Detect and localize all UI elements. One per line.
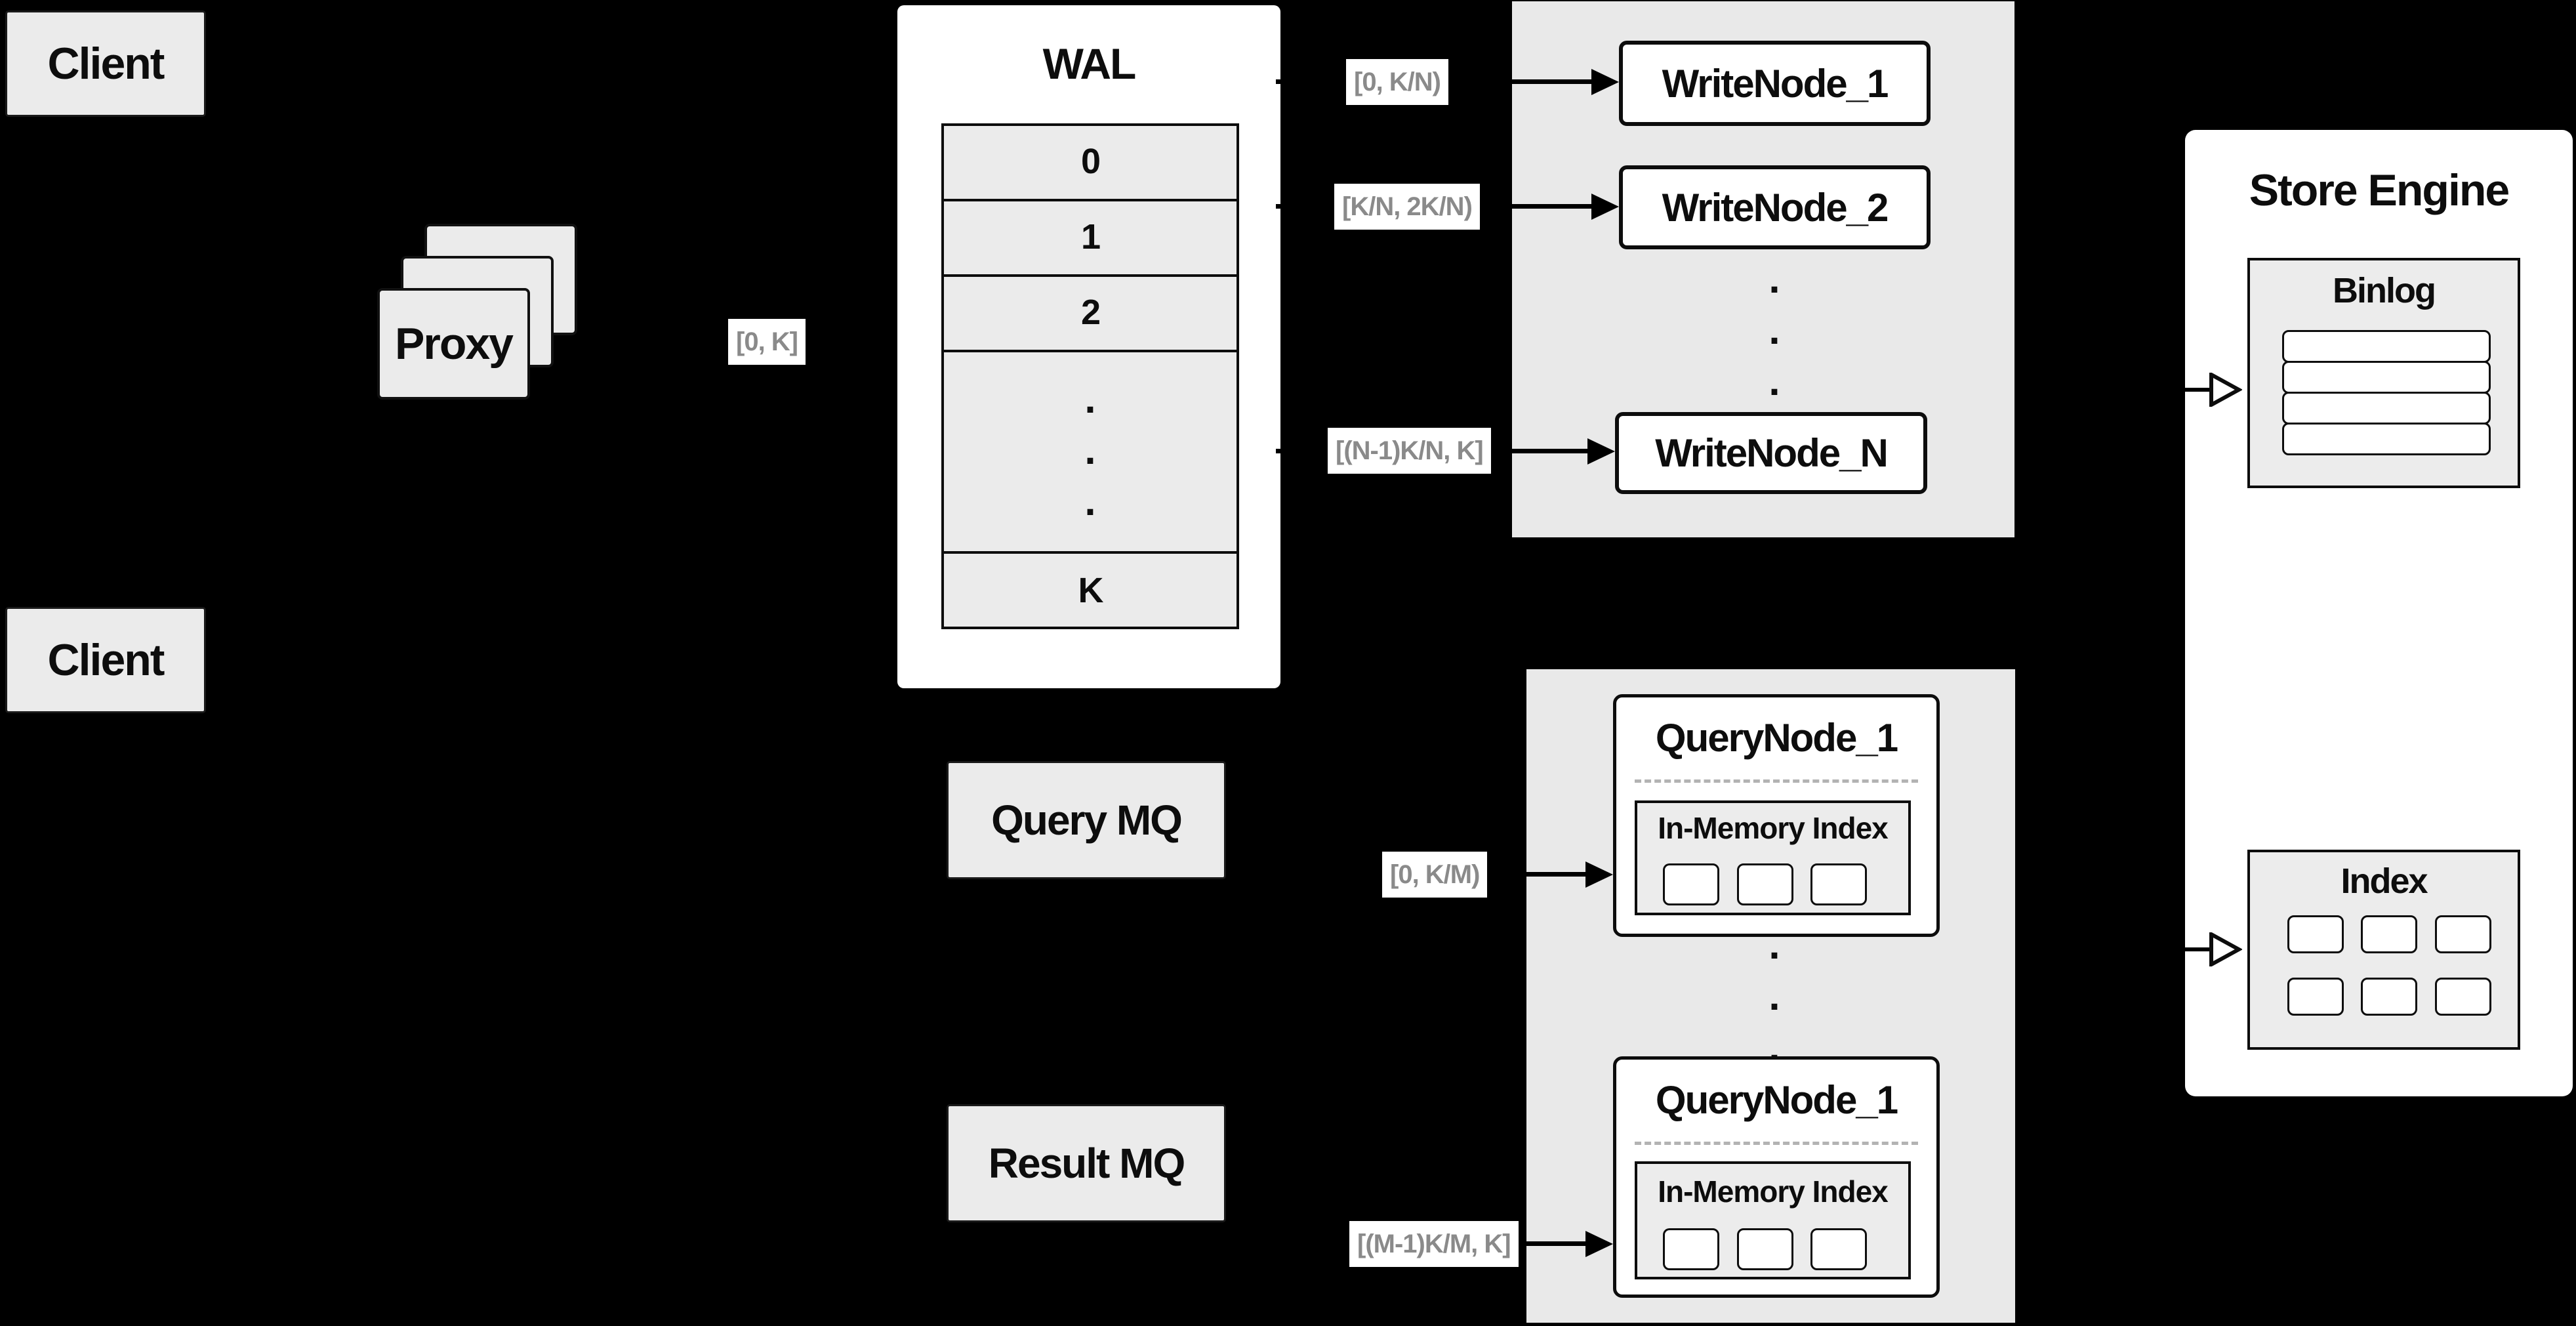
arrow-line-binlog — [2125, 388, 2212, 392]
open-arrow-head-icon — [2209, 932, 2242, 966]
arrow-head-write-1 — [1591, 69, 1619, 95]
arrow-head-query-2 — [1585, 1231, 1613, 1257]
binlog-row — [2282, 392, 2491, 425]
arrow-line-index — [2125, 947, 2212, 951]
imi-cell — [1663, 1228, 1719, 1270]
wal-divider — [941, 274, 1239, 277]
range-label-query-2: [(M-1)K/M, K] — [1349, 1221, 1519, 1267]
client-bottom-box: Client — [5, 607, 206, 713]
range-label-query-1: [0, K/M) — [1382, 852, 1488, 898]
wal-segment-table — [941, 123, 1239, 629]
imi-cell — [1810, 1228, 1867, 1270]
wal-segment-1: 1 — [1080, 217, 1101, 257]
range-label-write-1: [0, K/N) — [1346, 59, 1448, 105]
wal-segment-0: 0 — [1080, 141, 1101, 181]
index-cell — [2287, 978, 2344, 1016]
write-cluster-ellipsis: . . . — [1742, 254, 1807, 407]
binlog-row — [2282, 423, 2491, 455]
arrow-head-write-2 — [1591, 194, 1619, 220]
ellipsis-dot: . — [1084, 479, 1096, 524]
index-cell — [2435, 978, 2491, 1016]
ellipsis-dot: . — [1768, 974, 1780, 1019]
ellipsis-dot: . — [1768, 922, 1780, 968]
index-title: Index — [2341, 861, 2428, 901]
store-engine-title: Store Engine — [2249, 165, 2510, 215]
result-mq-box: Result MQ — [947, 1104, 1226, 1222]
in-memory-index-top-title: In-Memory Index — [1658, 811, 1889, 845]
wal-divider — [941, 551, 1239, 554]
query-node-divider — [1635, 1142, 1918, 1145]
in-memory-index-bottom-title: In-Memory Index — [1658, 1174, 1889, 1209]
query-node-top-title: QueryNode_1 — [1655, 715, 1898, 760]
wal-divider — [941, 350, 1239, 352]
range-label-write-2: [K/N, 2K/N) — [1334, 184, 1480, 230]
ellipsis-dot: . — [1768, 257, 1780, 302]
wal-divider — [941, 199, 1239, 201]
binlog-row — [2282, 361, 2491, 394]
query-cluster-ellipsis: . . . — [1742, 920, 1807, 1073]
range-label-write-n: [(N-1)K/N, K] — [1328, 428, 1491, 474]
wal-segment-k: K — [1078, 570, 1104, 610]
imi-cell — [1737, 1228, 1793, 1270]
binlog-row — [2282, 330, 2491, 363]
arrow-head-write-n — [1587, 438, 1615, 465]
index-cell — [2361, 915, 2417, 953]
ellipsis-dot: . — [1084, 428, 1096, 473]
binlog-title: Binlog — [2333, 271, 2436, 310]
write-node-n: WriteNode_N — [1615, 412, 1927, 494]
client-top-box: Client — [5, 10, 206, 117]
open-arrow-head-icon — [2209, 373, 2242, 407]
query-mq-box: Query MQ — [947, 761, 1226, 879]
ellipsis-dot: . — [1084, 377, 1096, 422]
wal-segment-ellipsis: . . . — [1057, 374, 1123, 528]
index-cell — [2287, 915, 2344, 953]
imi-cell — [1737, 863, 1793, 905]
ellipsis-dot: . — [1768, 359, 1780, 404]
write-node-1: WriteNode_1 — [1619, 41, 1931, 126]
arrow-head-query-1 — [1585, 861, 1613, 888]
wal-title: WAL — [1042, 39, 1137, 88]
imi-cell — [1663, 863, 1719, 905]
write-node-2: WriteNode_2 — [1619, 165, 1931, 249]
proxy-range-label: [0, K] — [728, 319, 806, 365]
query-node-bottom-title: QueryNode_1 — [1655, 1077, 1898, 1122]
ellipsis-dot: . — [1768, 308, 1780, 353]
imi-cell — [1810, 863, 1867, 905]
wal-segment-2: 2 — [1080, 292, 1101, 332]
query-node-divider — [1635, 779, 1918, 783]
index-cell — [2435, 915, 2491, 953]
index-cell — [2361, 978, 2417, 1016]
proxy-card-front: Proxy — [377, 288, 530, 400]
